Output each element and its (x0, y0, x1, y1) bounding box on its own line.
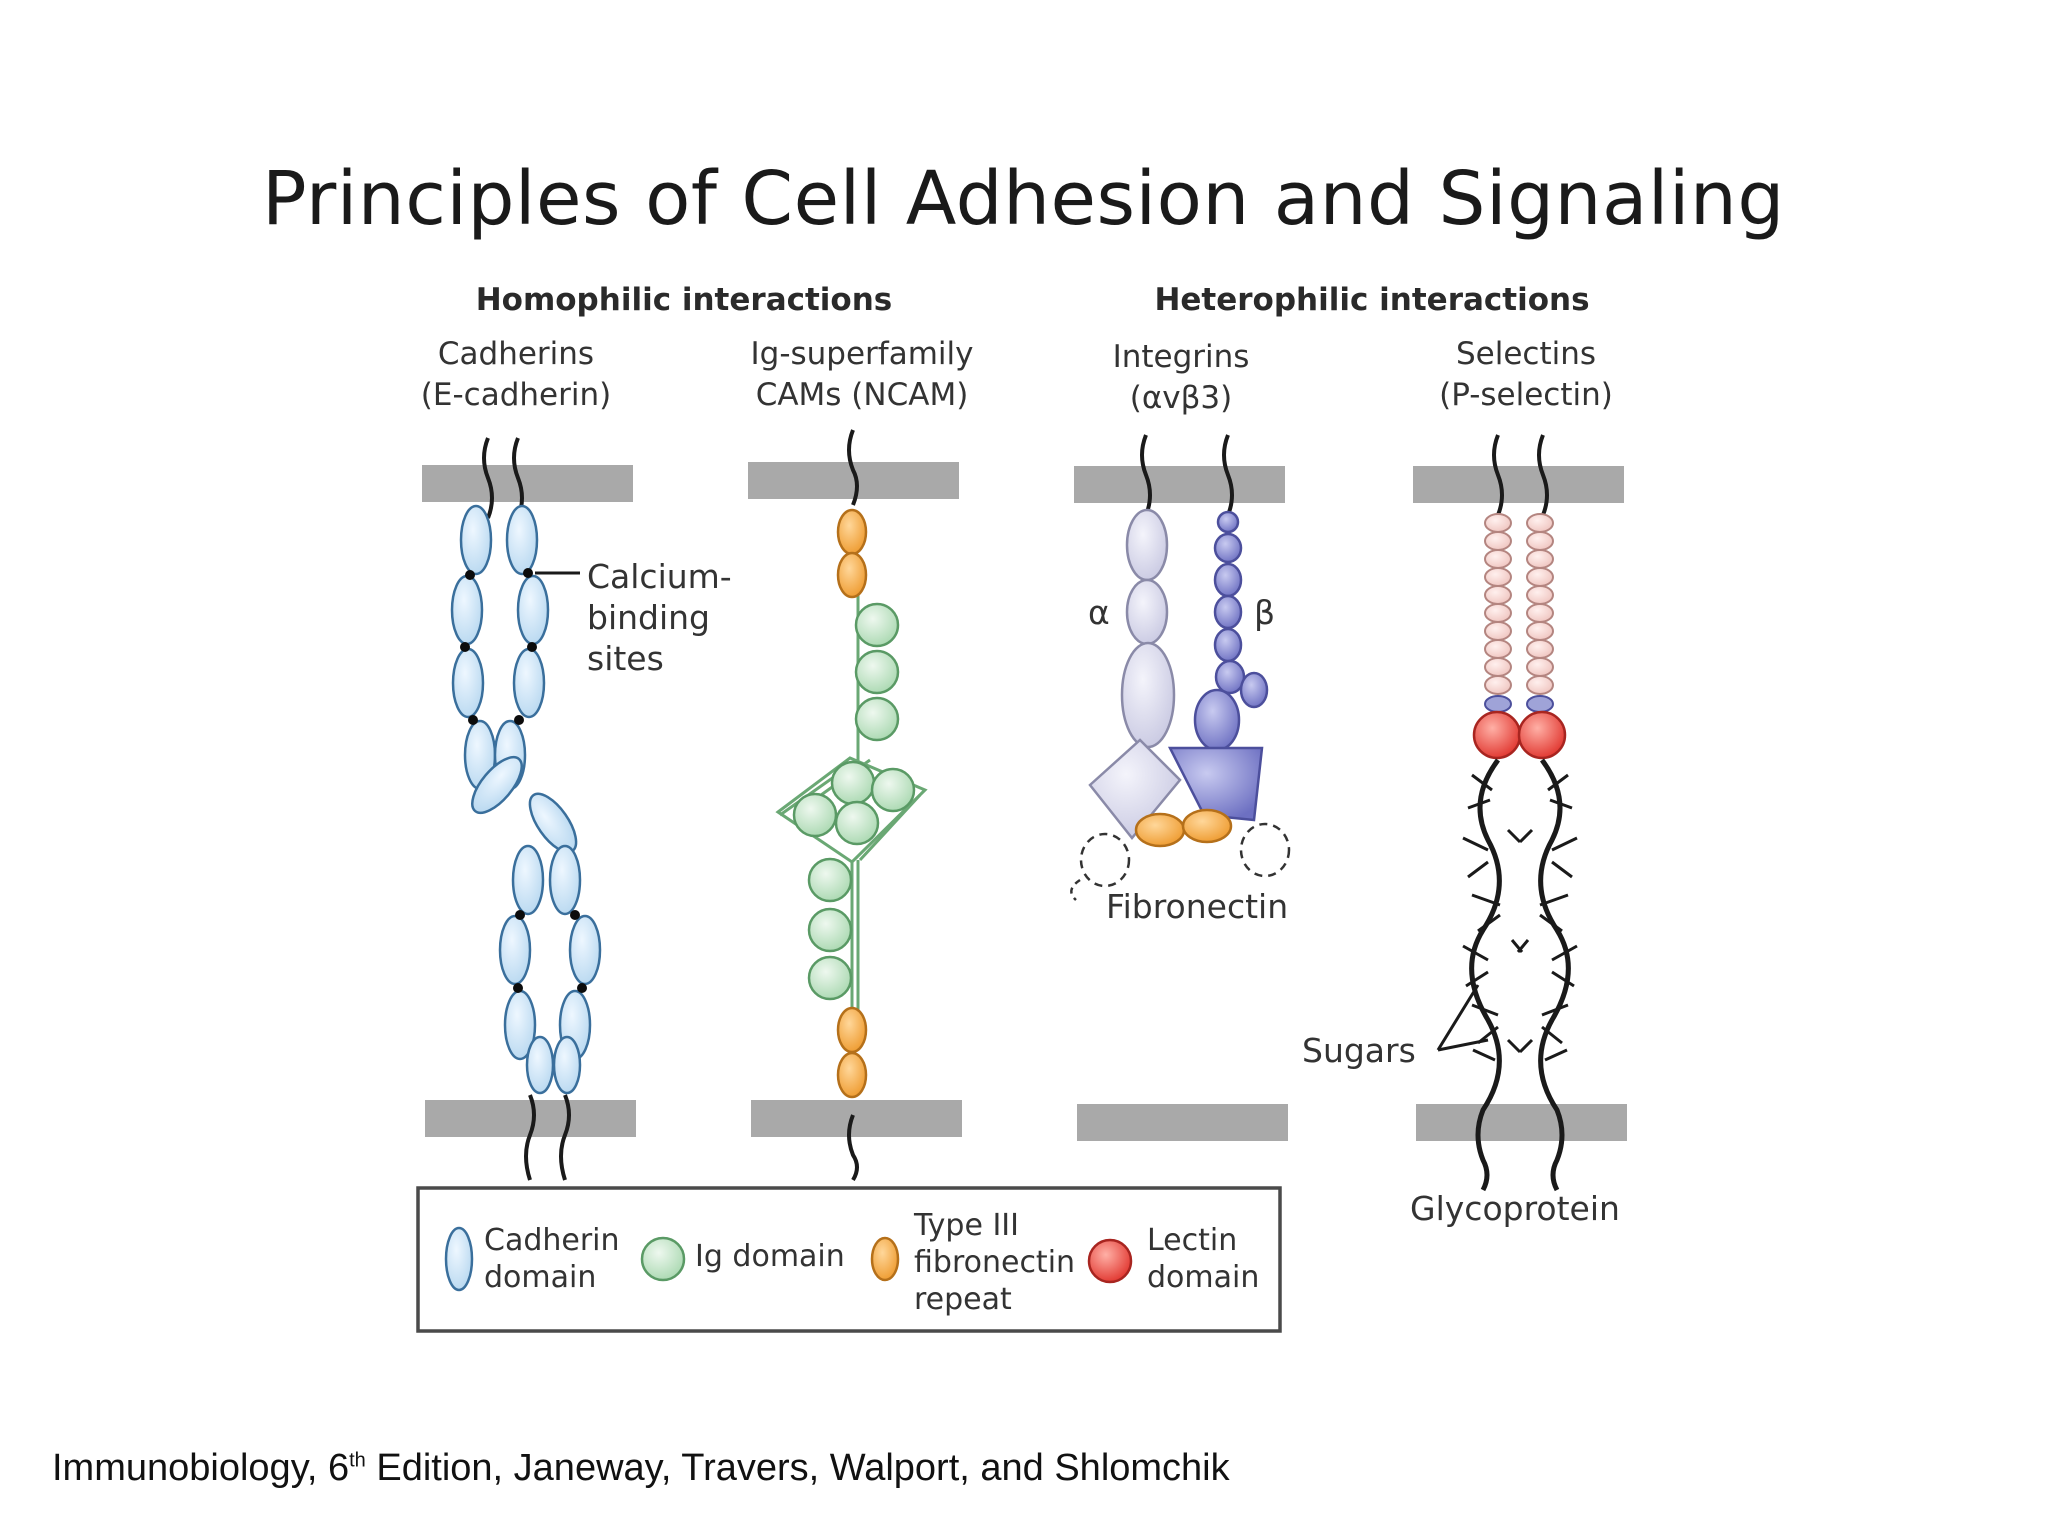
calcium-binding-sites (460, 568, 587, 993)
fibronectin-ligand (1070, 808, 1291, 901)
legend: Cadherin domain Ig domain Type III fibro… (416, 1186, 1282, 1333)
citation-text-end: Edition, Janeway, Travers, Walport, and … (365, 1447, 1230, 1489)
membrane-bottom-ig (751, 1100, 962, 1137)
calcium-label-2: binding (587, 598, 710, 637)
ig-cams-sublabel: CAMs (NCAM) (756, 377, 969, 413)
sugar-branches (1462, 773, 1578, 1062)
legend-lectin-label-1: Lectin (1147, 1223, 1237, 1258)
selectins-sublabel: (P-selectin) (1439, 377, 1613, 413)
integrin-beta-chain (1167, 510, 1269, 822)
legend-cadherin-label-1: Cadherin (484, 1223, 620, 1258)
selectin-molecule (1492, 434, 1549, 516)
membrane-top-integrin (1074, 466, 1285, 503)
legend-type3-label-3: repeat (914, 1282, 1012, 1317)
sugars-pointer (1436, 984, 1489, 1052)
legend-box (416, 1186, 1282, 1333)
calcium-label-1: Calcium- (587, 557, 732, 596)
membrane-top-selectin (1413, 466, 1624, 503)
legend-type3-label-2: fibronectin (914, 1245, 1075, 1280)
alpha-label: α (1088, 593, 1110, 632)
integrins-sublabel: (αvβ3) (1130, 380, 1232, 416)
membranes (422, 462, 1627, 1141)
selectin-repeats (1484, 513, 1554, 695)
membrane-bottom-selectin (1416, 1104, 1627, 1141)
integrins-label: Integrins (1113, 339, 1250, 375)
cadherin-domains (450, 504, 602, 1095)
citation-text-start: Immunobiology, 6 (52, 1447, 350, 1489)
legend-ig-icon (640, 1236, 686, 1282)
membrane-bottom-integrin (1077, 1104, 1288, 1141)
selectin-lectin-domains (1472, 710, 1567, 760)
glycoprotein-label: Glycoprotein (1410, 1189, 1620, 1228)
ncam-fibronectin-repeats (836, 508, 868, 1099)
integrin-molecule (1140, 434, 1234, 516)
legend-lectin-label-2: domain (1147, 1260, 1259, 1295)
fibronectin-label: Fibronectin (1106, 887, 1288, 926)
cadherins-sublabel: (E-cadherin) (421, 377, 611, 413)
legend-type3-label-1: Type III (913, 1208, 1019, 1243)
membrane-top-cadherin (422, 465, 633, 502)
ncam-ig-domains (792, 602, 916, 1001)
integrin-alpha-chain (1088, 508, 1182, 840)
calcium-label-3: sites (587, 639, 664, 678)
citation-superscript: th (349, 1449, 366, 1472)
legend-type3-icon (870, 1236, 900, 1282)
heterophilic-header: Heterophilic interactions (1154, 282, 1589, 318)
selectin-egf-domains (1484, 695, 1554, 713)
legend-cadherin-icon (444, 1226, 474, 1292)
sugars-label: Sugars (1302, 1031, 1416, 1070)
ig-cams-label: Ig-superfamily (751, 336, 974, 372)
beta-label: β (1254, 593, 1275, 632)
cadherins-label: Cadherins (438, 336, 594, 372)
legend-lectin-icon (1087, 1238, 1133, 1284)
selectins-label: Selectins (1456, 336, 1596, 372)
glycoprotein-chains (1469, 758, 1571, 1192)
legend-ig-label: Ig domain (695, 1239, 845, 1274)
legend-cadherin-label-2: domain (484, 1260, 596, 1295)
slide-title: Principles of Cell Adhesion and Signalin… (262, 156, 1785, 242)
homophilic-header: Homophilic interactions (476, 282, 893, 318)
citation: Immunobiology, 6th Edition, Janeway, Tra… (52, 1447, 1230, 1490)
